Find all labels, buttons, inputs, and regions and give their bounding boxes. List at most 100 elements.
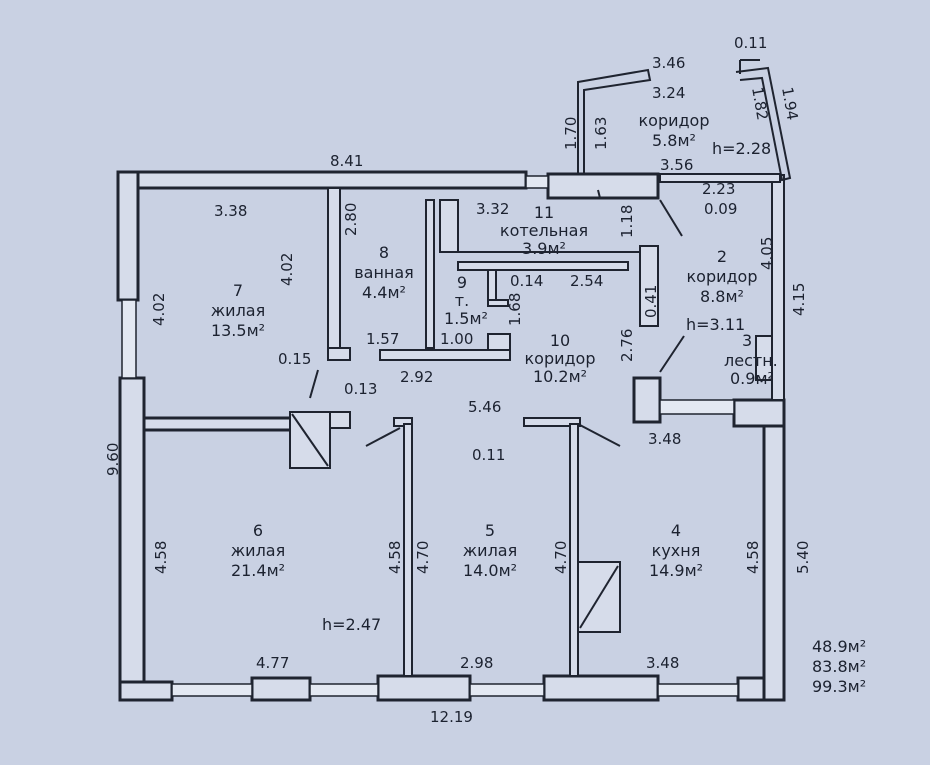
- room-2-number: 2: [717, 247, 727, 266]
- room-5-area: 14.0м²: [463, 561, 517, 580]
- room-10-number: 10: [550, 331, 570, 350]
- dim-1-00: 1.00: [440, 330, 473, 348]
- room-6-number: 6: [253, 521, 263, 540]
- room-label-2: 2 коридор 8.8м² h=3.11: [686, 247, 758, 334]
- room-label-3: 3 лестн. 0.9м²: [724, 331, 778, 388]
- room-7-number: 7: [233, 281, 243, 300]
- dim-1-63: 1.63: [592, 117, 610, 150]
- dim-3-56: 3.56: [660, 156, 693, 174]
- dim-1-18: 1.18: [618, 205, 636, 238]
- room-10-area: 10.2м²: [533, 367, 587, 386]
- room-label-10: 10 коридор 10.2м²: [524, 331, 595, 386]
- interior-walls: [142, 187, 773, 677]
- room-4-area: 14.9м²: [649, 561, 703, 580]
- dim-4-05: 4.05: [758, 237, 776, 270]
- dim-3-48-top: 3.48: [648, 430, 681, 448]
- room-3-name: лестн.: [724, 351, 778, 370]
- vertical-dimension-labels: 2.80 4.02 4.02 1.18 0.41 1.68 2.76 9.60 …: [104, 86, 812, 574]
- room-label-4: 4 кухня 14.9м²: [649, 521, 703, 580]
- dim-1-57: 1.57: [366, 330, 399, 348]
- dim-2-23: 2.23: [702, 180, 735, 198]
- dim-3-46: 3.46: [652, 54, 685, 72]
- room-7-area: 13.5м²: [211, 321, 265, 340]
- room-6-height: h=2.47: [322, 615, 381, 634]
- room-label-9: 9 т. 1.5м²: [444, 273, 488, 328]
- room-8-area: 4.4м²: [362, 283, 406, 302]
- dim-9-60: 9.60: [104, 443, 122, 476]
- room-9-number: 9: [457, 273, 467, 292]
- annex-walls: [577, 59, 792, 182]
- dim-3-32: 3.32: [476, 200, 509, 218]
- room-2-area: 8.8м²: [700, 287, 744, 306]
- room-label-7: 7 жилая 13.5м²: [211, 281, 265, 340]
- dim-0-11: 0.11: [472, 446, 505, 464]
- room-6-area: 21.4м²: [231, 561, 285, 580]
- room-11-area: 3.9м²: [522, 239, 566, 258]
- dim-0-41: 0.41: [642, 285, 660, 318]
- dim-0-13: 0.13: [344, 380, 377, 398]
- dim-0-09: 0.09: [704, 200, 737, 218]
- room-1-area: 5.8м²: [652, 131, 696, 150]
- room-1-height: h=2.28: [712, 139, 771, 158]
- dim-3-24: 3.24: [652, 84, 685, 102]
- room-2-height: h=3.11: [686, 315, 745, 334]
- dim-3-48-bottom: 3.48: [646, 654, 679, 672]
- dim-4-70-left: 4.70: [414, 541, 432, 574]
- dim-5-40: 5.40: [794, 541, 812, 574]
- dim-1-68: 1.68: [506, 293, 524, 326]
- room-3-number: 3: [742, 331, 752, 350]
- dim-2-98: 2.98: [460, 654, 493, 672]
- room-2-name: коридор: [686, 267, 757, 286]
- dim-0-14: 0.14: [510, 272, 543, 290]
- dim-1-70: 1.70: [562, 117, 580, 150]
- dim-4-70-right: 4.70: [552, 541, 570, 574]
- room-10-name: коридор: [524, 349, 595, 368]
- dim-4-58-right: 4.58: [744, 541, 762, 574]
- room-label-6: 6 жилая 21.4м² h=2.47: [231, 521, 381, 634]
- total-general-area: 83.8м²: [812, 657, 866, 676]
- dim-1-94: 1.94: [778, 86, 802, 122]
- dim-4-15: 4.15: [790, 283, 808, 316]
- door-swings: [309, 189, 685, 447]
- dim-2-76: 2.76: [618, 329, 636, 362]
- dim-0-11-top: 0.11: [734, 34, 767, 52]
- dim-5-46: 5.46: [468, 398, 501, 416]
- room-label-8: 8 ванная 4.4м²: [354, 243, 414, 302]
- room-label-11: 11 котельная 3.9м²: [500, 203, 588, 258]
- total-overall-area: 99.3м²: [812, 677, 866, 696]
- dim-2-54: 2.54: [570, 272, 603, 290]
- room-1-name: коридор: [638, 111, 709, 130]
- room-9-area: 1.5м²: [444, 309, 488, 328]
- room-6-name: жилая: [231, 541, 285, 560]
- room-4-name: кухня: [652, 541, 701, 560]
- dim-4-58-left: 4.58: [152, 541, 170, 574]
- dim-2-80: 2.80: [342, 203, 360, 236]
- room-9-name: т.: [455, 291, 469, 310]
- room-3-area: 0.9м²: [730, 369, 774, 388]
- room-11-number: 11: [534, 203, 554, 222]
- room-label-1: коридор 5.8м² h=2.28: [638, 111, 771, 158]
- room-8-number: 8: [379, 243, 389, 262]
- dim-4-02-inner: 4.02: [278, 253, 296, 286]
- total-living-area: 48.9м²: [812, 637, 866, 656]
- room-7-name: жилая: [211, 301, 265, 320]
- dim-1-82: 1.82: [748, 86, 772, 122]
- area-totals: 48.9м² 83.8м² 99.3м²: [812, 637, 866, 696]
- outer-walls: [116, 170, 786, 702]
- dimension-labels: 8.41 3.38 3.32 2.54 0.14 1.57 1.00 0.15 …: [214, 34, 767, 726]
- room-5-number: 5: [485, 521, 495, 540]
- room-4-number: 4: [671, 521, 681, 540]
- dim-2-92: 2.92: [400, 368, 433, 386]
- dim-8-41: 8.41: [330, 152, 363, 170]
- room-5-name: жилая: [463, 541, 517, 560]
- room-11-name: котельная: [500, 221, 588, 240]
- dim-4-58-mid: 4.58: [386, 541, 404, 574]
- room-8-name: ванная: [354, 263, 414, 282]
- dim-0-15: 0.15: [278, 350, 311, 368]
- dim-3-38: 3.38: [214, 202, 247, 220]
- room-label-5: 5 жилая 14.0м²: [463, 521, 517, 580]
- dim-4-77: 4.77: [256, 654, 289, 672]
- dim-12-19: 12.19: [430, 708, 473, 726]
- dim-4-02-outer: 4.02: [150, 293, 168, 326]
